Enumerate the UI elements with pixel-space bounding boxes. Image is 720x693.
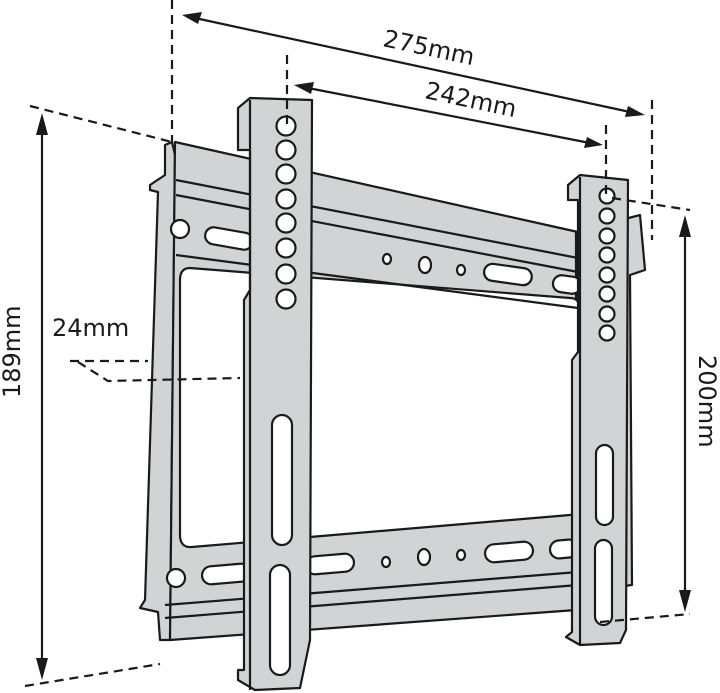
small-hole bbox=[381, 252, 393, 266]
arm-slot bbox=[268, 563, 292, 677]
mount-slot bbox=[482, 262, 533, 287]
arm-hole bbox=[275, 163, 297, 185]
arm-hole bbox=[598, 266, 616, 284]
arm-hole bbox=[598, 207, 616, 225]
arm-hole bbox=[275, 139, 297, 161]
dimension-left-height: 189mm bbox=[0, 104, 173, 688]
dimension-wall-clearance: 24mm bbox=[52, 314, 241, 383]
mount-hole bbox=[165, 567, 187, 589]
arm-hole bbox=[598, 227, 616, 245]
label-242mm: 242mm bbox=[423, 76, 519, 123]
mount-hole bbox=[416, 547, 432, 567]
small-hole bbox=[455, 548, 467, 562]
label-189mm: 189mm bbox=[0, 305, 26, 398]
label-275mm: 275mm bbox=[381, 24, 477, 71]
dimension-hole-spacing: 242mm bbox=[285, 55, 608, 195]
arm-hole bbox=[275, 237, 297, 259]
mount-hole bbox=[417, 255, 433, 275]
label-200mm: 200mm bbox=[693, 355, 720, 448]
arm-hole bbox=[598, 246, 616, 264]
arm-hole bbox=[598, 285, 616, 303]
arm-hole bbox=[275, 188, 297, 210]
arm-hole bbox=[598, 305, 616, 323]
mount-slot bbox=[483, 540, 535, 564]
arm-slot bbox=[593, 538, 614, 627]
wall-plate bbox=[138, 140, 647, 642]
arm-hole bbox=[275, 212, 297, 234]
arm-hole bbox=[275, 263, 297, 285]
center-cutout bbox=[178, 266, 582, 549]
arm-slot bbox=[270, 413, 294, 547]
arm-hole bbox=[598, 324, 616, 342]
arm-slot bbox=[594, 443, 615, 527]
right-vertical-arm bbox=[564, 173, 630, 647]
label-24mm: 24mm bbox=[52, 314, 129, 342]
mount-hole bbox=[169, 218, 191, 240]
arm-hole bbox=[275, 288, 297, 310]
mount-slot bbox=[304, 552, 356, 576]
dimension-right-height: 200mm bbox=[599, 196, 720, 624]
small-hole bbox=[455, 263, 467, 277]
left-vertical-arm bbox=[236, 96, 314, 692]
small-hole bbox=[380, 555, 392, 569]
